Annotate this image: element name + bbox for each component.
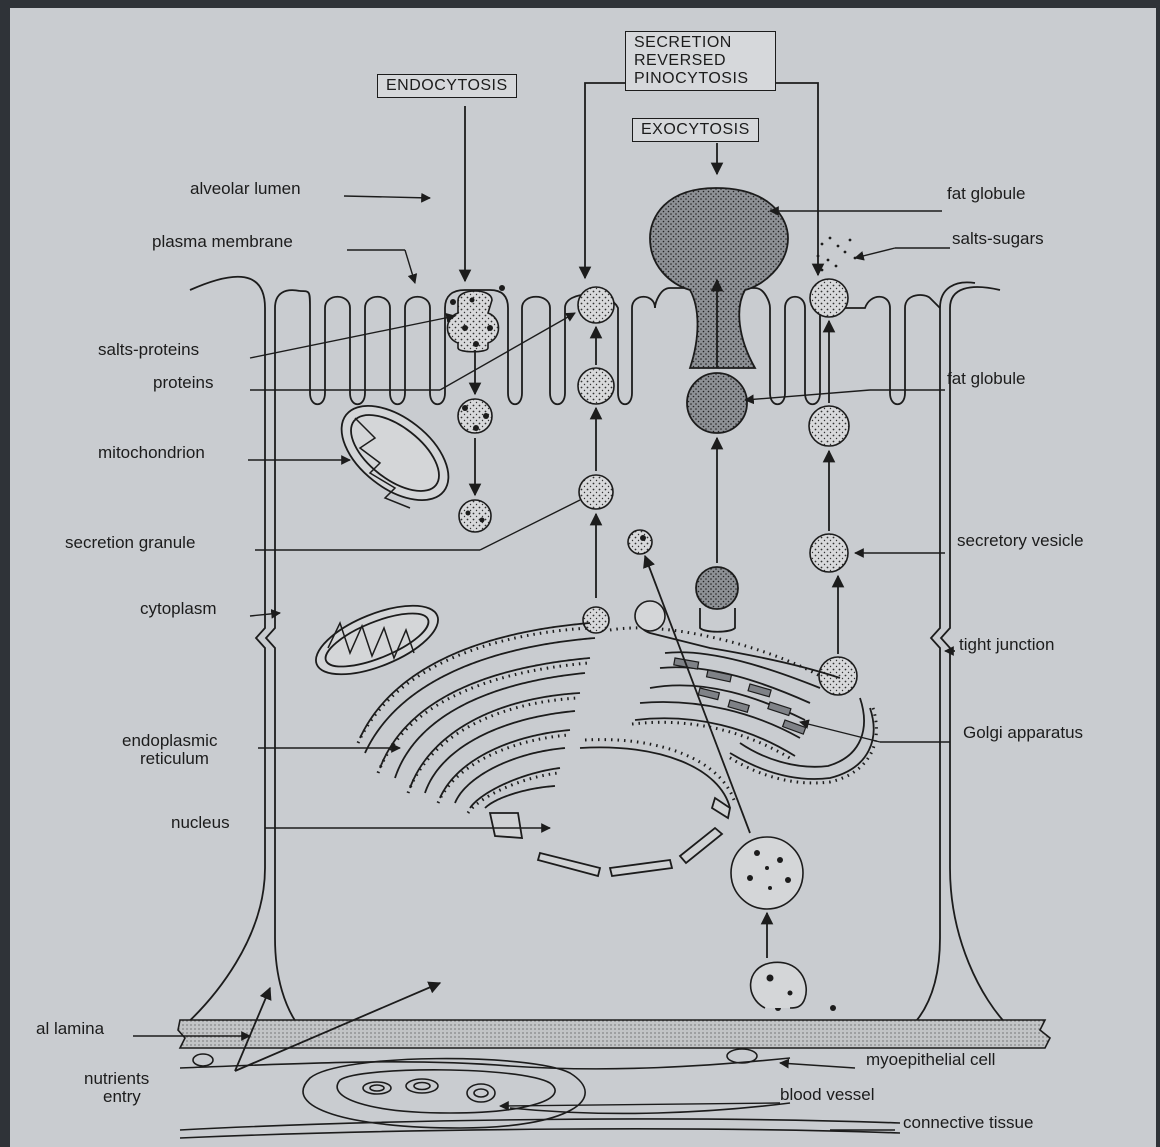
label-proteins: proteins <box>153 374 213 392</box>
page: ENDOCYTOSIS SECRETION REVERSED PINOCYTOS… <box>10 8 1156 1147</box>
pinocytosis-label: PINOCYTOSIS <box>634 70 767 88</box>
label-salts-sugars: salts-sugars <box>952 230 1044 248</box>
label-tight-junction: tight junction <box>959 636 1054 654</box>
label-fat-globule-mid: fat globule <box>947 370 1025 388</box>
label-nucleus: nucleus <box>171 814 230 832</box>
label-cytoplasm: cytoplasm <box>140 600 217 618</box>
secretion-box: SECRETION REVERSED PINOCYTOSIS <box>625 31 776 91</box>
fat-globule-large <box>650 188 788 368</box>
blood-vessel-wall <box>303 1059 585 1128</box>
reversed-label: REVERSED <box>634 52 767 70</box>
label-salts-proteins: salts-proteins <box>98 341 199 359</box>
right-cell-wall <box>910 282 975 1028</box>
label-myoepithelial-cell: myoepithelial cell <box>866 1051 995 1069</box>
label-reticulum: reticulum <box>140 750 209 768</box>
exocytosis-label: EXOCYTOSIS <box>641 121 750 139</box>
cell-diagram <box>10 8 1156 1147</box>
label-blood-vessel: blood vessel <box>780 1086 875 1104</box>
mitochondrion-top <box>325 387 466 519</box>
secretion-label: SECRETION <box>634 34 767 52</box>
label-basal-lamina: al lamina <box>36 1020 104 1038</box>
myoepithelial-nucleus <box>727 1049 757 1063</box>
label-entry: entry <box>103 1088 141 1106</box>
label-endoplasmic: endoplasmic <box>122 732 217 750</box>
basal-lamina <box>178 1020 1050 1048</box>
label-secretory-vesicle: secretory vesicle <box>957 532 1084 550</box>
label-connective-tissue: connective tissue <box>903 1114 1033 1132</box>
mitochondrion-bottom <box>307 592 447 689</box>
label-golgi-apparatus: Golgi apparatus <box>963 724 1083 742</box>
label-plasma-membrane: plasma membrane <box>152 233 293 251</box>
nucleus-envelope <box>580 747 730 808</box>
label-mitochondrion: mitochondrion <box>98 444 205 462</box>
exocytosis-box: EXOCYTOSIS <box>632 118 759 142</box>
endocytosis-box: ENDOCYTOSIS <box>377 74 517 98</box>
label-alveolar-lumen: alveolar lumen <box>190 180 301 198</box>
left-cell-wall-inner <box>266 290 300 1028</box>
label-nutrients: nutrients <box>84 1070 149 1088</box>
label-secretion-granule: secretion granule <box>65 534 195 552</box>
right-cell-wall-outer <box>941 287 1010 1028</box>
endocytosis-label: ENDOCYTOSIS <box>386 77 508 95</box>
label-fat-globule-top: fat globule <box>947 185 1025 203</box>
